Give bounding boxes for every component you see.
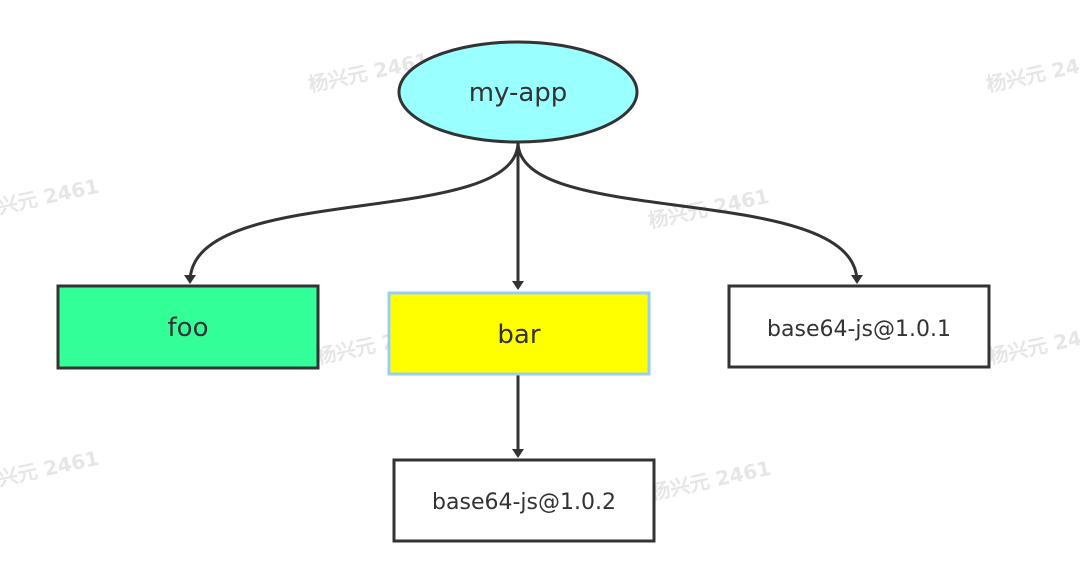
watermark-text: 杨兴元 2461 [648, 456, 773, 505]
watermark-text: 杨兴元 2461 [0, 174, 101, 223]
watermark-text: 杨兴元 2461 [986, 320, 1080, 369]
node-my-app-label: my-app [469, 78, 568, 108]
node-my-app: my-app [397, 40, 639, 144]
node-bar-shape [387, 291, 651, 376]
watermark-text: 杨兴元 2461 [0, 446, 101, 495]
node-base64-js-1-0-2-label: base64-js@1.0.2 [432, 490, 616, 515]
node-foo: foo [56, 284, 320, 370]
watermark-text: 杨兴元 2461 [984, 48, 1080, 97]
node-foo-shape [56, 284, 320, 370]
edge-my-app-to-base64-js-1-0-1 [516, 141, 863, 284]
edge-layer [184, 141, 863, 458]
node-base64-js-1-0-2-shape [392, 458, 656, 543]
node-my-app-shape [397, 40, 639, 144]
node-base64-js-1-0-2: base64-js@1.0.2 [392, 458, 656, 543]
node-base64-js-1-0-1-label: base64-js@1.0.1 [767, 317, 951, 342]
node-base64-js-1-0-1-shape [727, 284, 991, 369]
node-bar-label: bar [497, 320, 540, 350]
node-bar: bar [387, 291, 651, 376]
node-foo-label: foo [168, 313, 209, 343]
node-base64-js-1-0-1: base64-js@1.0.1 [727, 284, 991, 369]
edge-my-app-to-foo [184, 141, 520, 284]
